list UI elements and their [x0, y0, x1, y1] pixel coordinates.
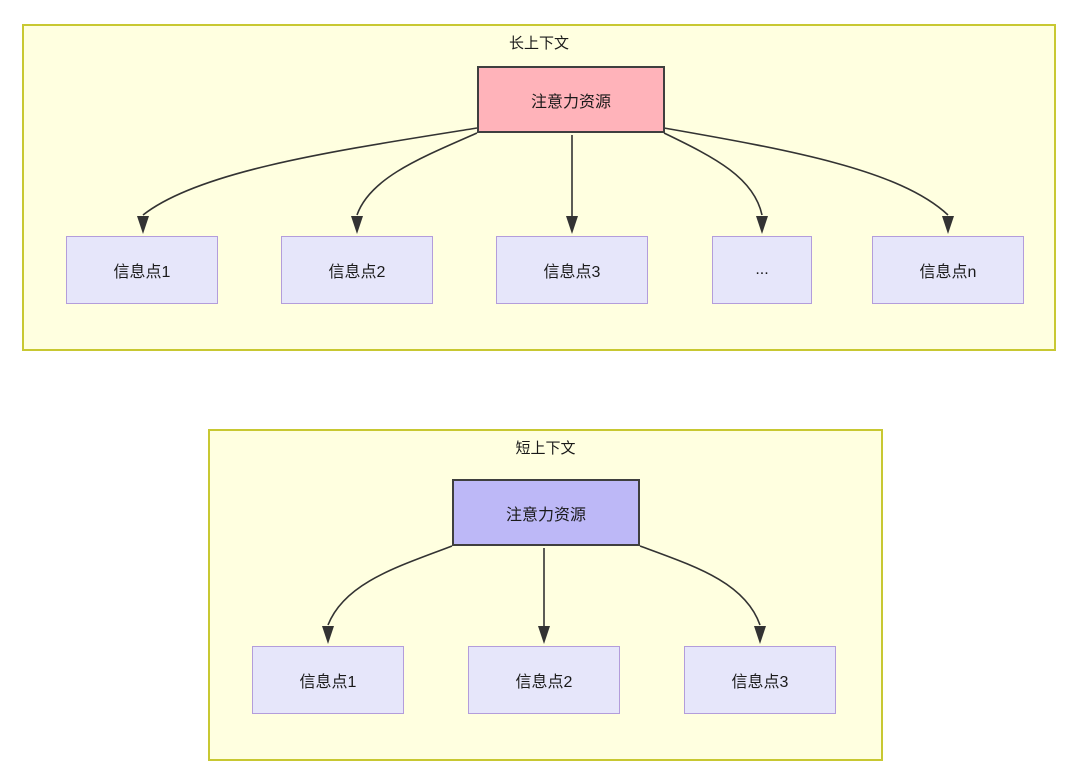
node-long-info-point-3[interactable]: 信息点3: [496, 236, 648, 304]
node-long-attention-resource[interactable]: 注意力资源: [477, 66, 665, 133]
node-long-info-point-1[interactable]: 信息点1: [66, 236, 218, 304]
node-long-info-point-ellipsis[interactable]: ...: [712, 236, 812, 304]
node-label: 注意力资源: [505, 506, 586, 524]
node-label: 信息点2: [328, 264, 386, 281]
node-label: 信息点1: [299, 674, 357, 691]
node-label: 信息点1: [113, 264, 171, 281]
node-label: 信息点3: [543, 264, 601, 281]
group-long-context-title: 长上下文: [508, 35, 569, 52]
group-short-context-title: 短上下文: [515, 440, 576, 457]
node-short-info-point-2[interactable]: 信息点2: [468, 646, 620, 714]
node-short-info-point-3[interactable]: 信息点3: [684, 646, 836, 714]
node-label: 注意力资源: [530, 93, 611, 111]
node-short-info-point-1[interactable]: 信息点1: [252, 646, 404, 714]
node-label: ...: [755, 261, 769, 278]
node-long-info-point-2[interactable]: 信息点2: [281, 236, 433, 304]
node-label: 信息点3: [731, 674, 789, 691]
node-label: 信息点n: [919, 264, 977, 281]
node-long-info-point-n[interactable]: 信息点n: [872, 236, 1024, 304]
node-label: 信息点2: [515, 674, 573, 691]
node-short-attention-resource[interactable]: 注意力资源: [452, 479, 640, 546]
